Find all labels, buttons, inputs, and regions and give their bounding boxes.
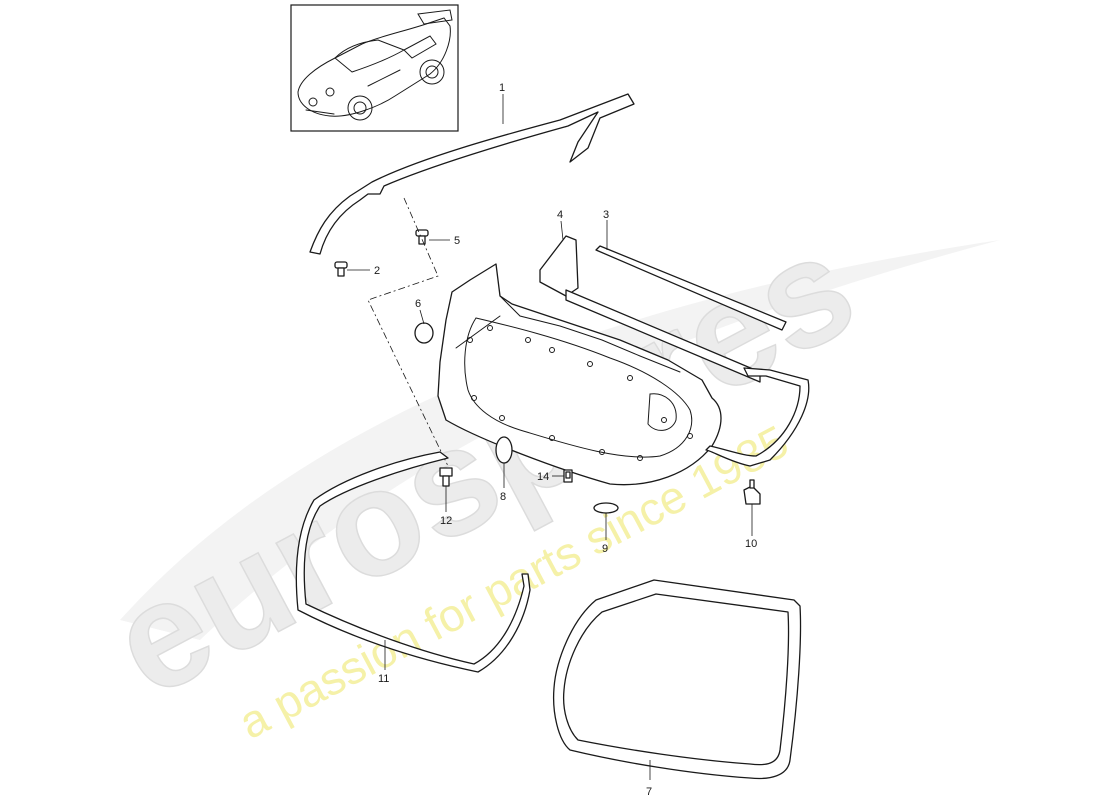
lower-door-seal [295, 451, 531, 673]
leader-lines [347, 94, 753, 780]
callout-5: 5 [454, 235, 460, 247]
door-frame-seal [552, 579, 802, 780]
clip-14 [563, 469, 573, 483]
callout-12: 12 [440, 515, 452, 527]
oval-plug-9 [593, 502, 619, 514]
callout-6: 6 [415, 298, 421, 310]
callout-14: 14 [537, 471, 549, 483]
callout-11: 11 [378, 673, 389, 685]
roof-frame-seal [309, 93, 635, 255]
vehicle-thumbnail [290, 4, 459, 132]
fastener-5 [415, 229, 429, 245]
fastener-2 [334, 261, 348, 277]
oval-plug-6 [414, 322, 434, 344]
roof-frame-seal-shape [309, 93, 635, 255]
alignment-dashed-line [367, 197, 449, 467]
door-outer-panel [437, 263, 722, 486]
mirror-triangle-cover [539, 235, 761, 383]
watermark-swoosh [120, 240, 1000, 640]
bolt-12 [439, 467, 453, 487]
callout-7: 7 [646, 786, 652, 798]
window-shaft-seal [595, 245, 787, 331]
callout-9: 9 [602, 543, 608, 555]
thumbnail-frame [290, 4, 459, 132]
door-edge-seal [705, 367, 810, 467]
callout-8: 8 [500, 491, 506, 503]
oval-plug-8 [495, 436, 513, 464]
door-shell [437, 263, 722, 486]
callout-10: 10 [745, 538, 757, 550]
callout-1: 1 [499, 82, 505, 94]
callout-labels: 1 2 3 4 5 6 7 8 9 10 11 12 14 [374, 82, 757, 798]
callout-4: 4 [557, 209, 563, 221]
callout-3: 3 [603, 209, 609, 221]
door-inner-frame [464, 317, 693, 458]
porsche-911-car-icon [297, 9, 453, 121]
clip-10 [743, 479, 761, 505]
callout-2: 2 [374, 265, 380, 277]
